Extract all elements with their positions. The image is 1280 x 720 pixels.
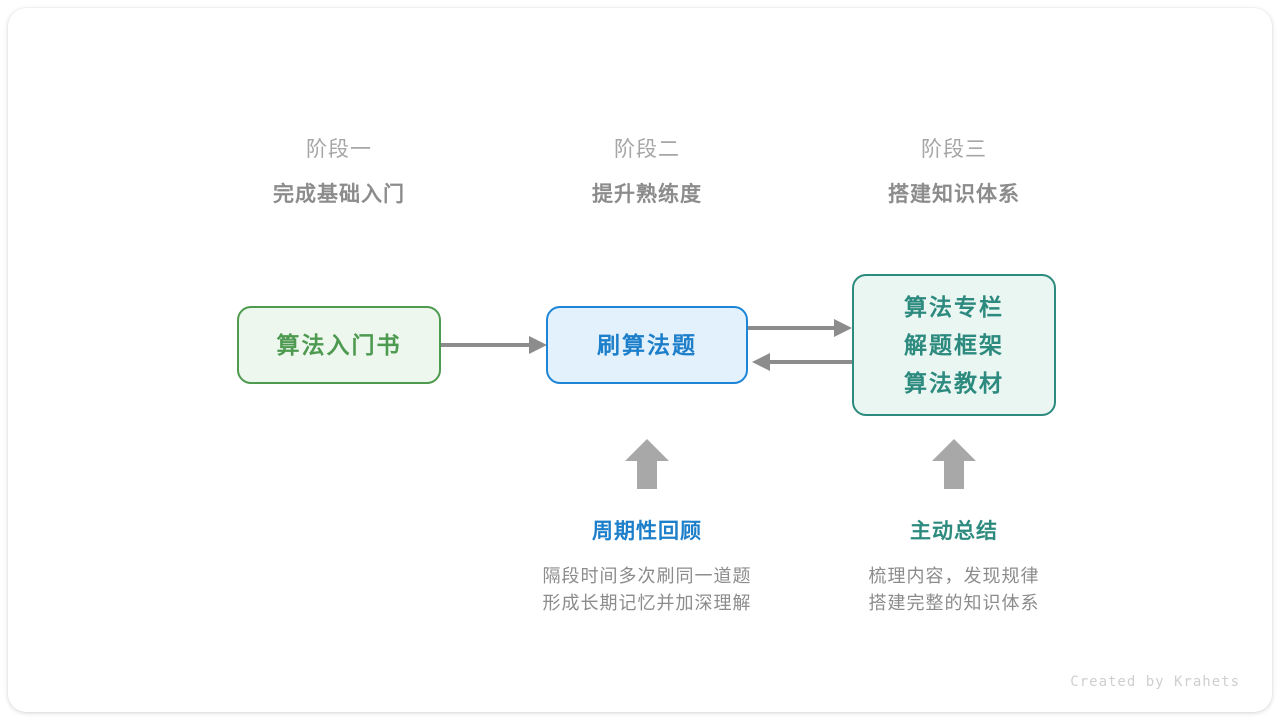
note-periodic-review: 周期性回顾 隔段时间多次刷同一道题 形成长期记忆并加深理解 bbox=[487, 517, 807, 617]
note-title: 主动总结 bbox=[910, 520, 998, 543]
note-body-line-1: 梳理内容，发现规律 bbox=[868, 566, 1040, 586]
node-algorithm-intro-book[interactable]: 算法入门书 bbox=[237, 306, 441, 384]
connector-practice-to-resources bbox=[748, 315, 858, 341]
note-body-line-2: 搭建完整的知识体系 bbox=[868, 593, 1040, 613]
node-label-line-3: 算法教材 bbox=[904, 370, 1004, 396]
note-body: 隔段时间多次刷同一道题 形成长期记忆并加深理解 bbox=[487, 563, 807, 617]
diagram-canvas: 阶段一 完成基础入门 阶段二 提升熟练度 阶段三 搭建知识体系 算法入门书 刷算… bbox=[8, 8, 1272, 712]
note-title: 周期性回顾 bbox=[592, 520, 702, 543]
credit-text: Created by Krahets bbox=[1070, 674, 1240, 690]
stage-title: 搭建知识体系 bbox=[888, 183, 1020, 206]
note-body-line-1: 隔段时间多次刷同一道题 bbox=[542, 566, 752, 586]
stage-number: 阶段三 bbox=[921, 138, 987, 161]
note-body: 梳理内容，发现规律 搭建完整的知识体系 bbox=[794, 563, 1114, 617]
node-practice-problems[interactable]: 刷算法题 bbox=[546, 306, 748, 384]
stage-title: 提升熟练度 bbox=[592, 183, 702, 206]
up-arrow-summary bbox=[932, 439, 976, 494]
note-active-summary: 主动总结 梳理内容，发现规律 搭建完整的知识体系 bbox=[794, 517, 1114, 617]
stage-header-3: 阶段三 搭建知识体系 bbox=[834, 136, 1074, 210]
node-label: 刷算法题 bbox=[597, 332, 697, 358]
node-label: 算法入门书 bbox=[276, 332, 402, 358]
connector-book-to-practice bbox=[441, 332, 551, 358]
stage-number: 阶段一 bbox=[306, 138, 372, 161]
stage-header-1: 阶段一 完成基础入门 bbox=[219, 136, 459, 210]
note-body-line-2: 形成长期记忆并加深理解 bbox=[542, 593, 752, 613]
node-label-line-2: 解题框架 bbox=[904, 332, 1004, 358]
stage-title: 完成基础入门 bbox=[273, 183, 405, 206]
stage-number: 阶段二 bbox=[614, 138, 680, 161]
up-arrow-review bbox=[625, 439, 669, 494]
node-knowledge-resources[interactable]: 算法专栏 解题框架 算法教材 bbox=[852, 274, 1056, 416]
connector-resources-to-practice bbox=[748, 349, 858, 375]
node-label-line-1: 算法专栏 bbox=[904, 294, 1004, 320]
stage-header-2: 阶段二 提升熟练度 bbox=[527, 136, 767, 210]
